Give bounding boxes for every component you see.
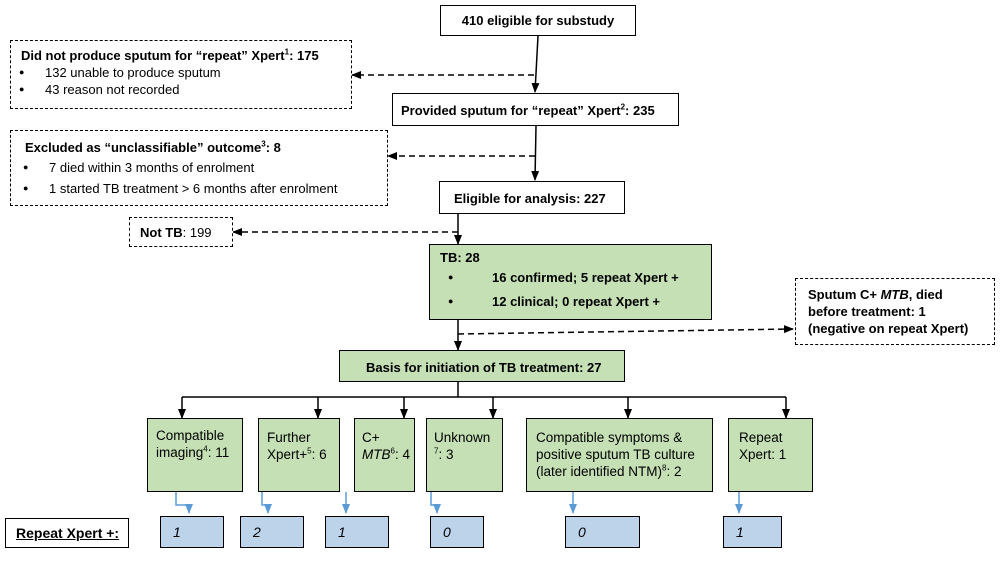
- blue-arrow-1: [175, 492, 193, 514]
- excluded-item: 1 started TB treatment > 6 months after …: [15, 180, 387, 197]
- tb-box: TB: 28 16 confirmed; 5 repeat Xpert + 12…: [429, 244, 712, 320]
- repeat-xpert-label: Repeat Xpert +:: [16, 525, 120, 541]
- repeat-value-culture: 1: [325, 516, 389, 548]
- died-box: Sputum C+ MTB, died before treatment: 1 …: [795, 278, 995, 345]
- tb-item: 12 clinical; 0 repeat Xpert +: [440, 293, 711, 310]
- tb-list: 16 confirmed; 5 repeat Xpert + 12 clinic…: [440, 269, 711, 310]
- blue-arrow-2: [261, 492, 272, 514]
- repeat-value-imaging: 1: [160, 516, 224, 548]
- excluded-box: Excluded as “unclassifiable” outcome3: 8…: [10, 130, 388, 206]
- no-sputum-box: Did not produce sputum for “repeat” Xper…: [10, 40, 352, 109]
- eligible-substudy-text: 410 eligible for substudy: [461, 13, 615, 28]
- basis-box: Basis for initiation of TB treatment: 27: [339, 350, 625, 382]
- tb-item: 16 confirmed; 5 repeat Xpert +: [440, 269, 711, 286]
- died-line-1: Sputum C+ MTB, died: [808, 287, 943, 302]
- repeat-value-unknown: 0: [430, 516, 484, 548]
- died-line-2: before treatment: 1: [808, 304, 926, 319]
- died-line-3: (negative on repeat Xpert): [808, 321, 969, 336]
- repeat-value-symptoms-culture: 0: [565, 516, 640, 548]
- no-sputum-item: 43 reason not recorded: [11, 81, 351, 98]
- no-sputum-list: 132 unable to produce sputum 43 reason n…: [11, 64, 351, 98]
- arrow-top-to-provided: [531, 35, 540, 93]
- repeat-value-further-xpert: 2: [240, 516, 304, 548]
- category-box-repeat-xpert: Repeat Xpert: 1: [728, 418, 813, 492]
- repeat-value-repeat-xpert: 1: [723, 516, 782, 548]
- category-box-unknown: Unknown 7: 3: [426, 418, 503, 492]
- not-tb-box: Not TB: 199: [129, 217, 233, 247]
- category-box-further-xpert: Further Xpert+5: 6: [258, 418, 340, 492]
- dash-arrow-died: [457, 325, 794, 335]
- no-sputum-item: 132 unable to produce sputum: [11, 64, 351, 81]
- excluded-item: 7 died within 3 months of enrolment: [15, 159, 387, 176]
- blue-arrow-4: [430, 492, 441, 514]
- repeat-xpert-label-box: Repeat Xpert +:: [5, 518, 129, 548]
- provided-sputum-box: Provided sputum for “repeat” Xpert2: 235: [392, 93, 679, 126]
- category-box-imaging: Compatible imaging4: 11: [147, 418, 243, 492]
- excluded-list: 7 died within 3 months of enrolment 1 st…: [15, 159, 387, 197]
- arrow-provided-to-eligible: [531, 125, 540, 181]
- category-box-culture: C+ MTB6: 4: [354, 418, 415, 492]
- no-sputum-title: Did not produce sputum for “repeat” Xper…: [21, 47, 319, 63]
- category-box-symptoms-culture: Compatible symptoms & positive sputum TB…: [526, 418, 713, 492]
- eligible-analysis-box: Eligible for analysis: 227: [439, 181, 625, 214]
- tb-title: TB: 28: [440, 250, 480, 265]
- eligible-substudy-box: 410 eligible for substudy: [440, 5, 636, 36]
- excluded-title: Excluded as “unclassifiable” outcome3: 8: [25, 139, 281, 155]
